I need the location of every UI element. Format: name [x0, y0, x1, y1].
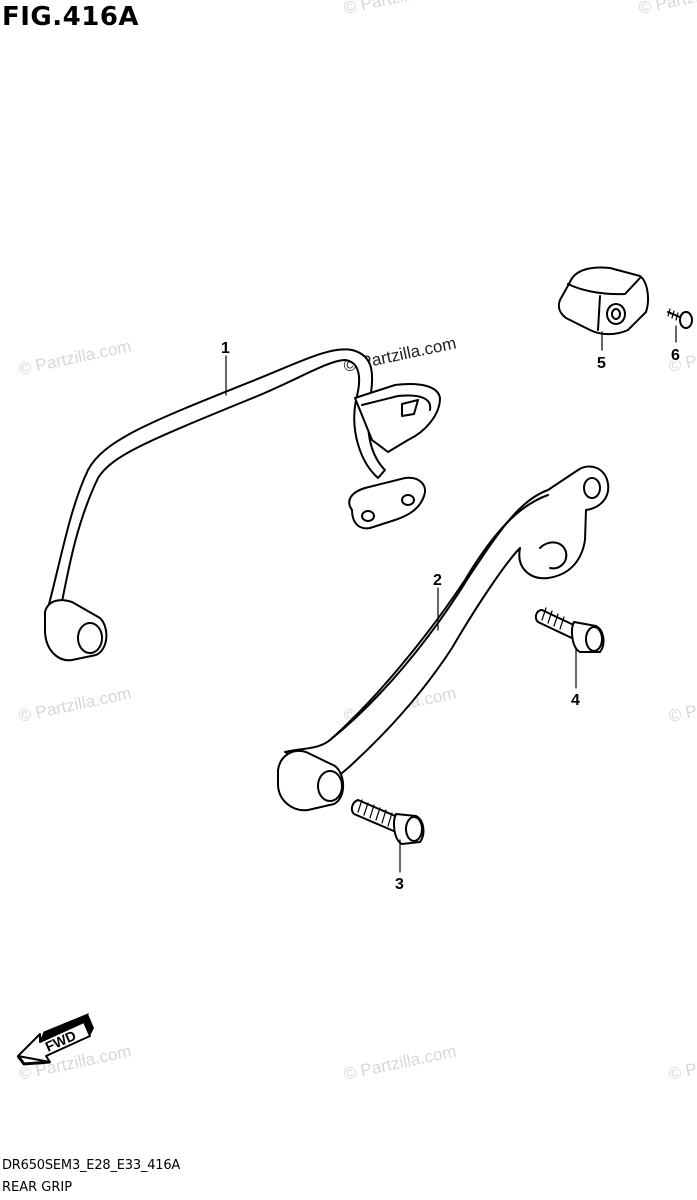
part-2-right-grip — [277, 465, 610, 812]
callout-3: 3 — [395, 876, 404, 893]
callout-1: 1 — [221, 340, 230, 357]
watermark: © Partzilla.com — [667, 684, 697, 726]
part-3-bolt — [350, 799, 425, 845]
part-1-left-grip — [44, 348, 441, 662]
part-6-screw — [667, 308, 693, 329]
callout-5: 5 — [597, 355, 606, 372]
part-4-bolt — [534, 607, 605, 653]
watermark-layer: © Partzilla.com © Partzilla.com © Partzi… — [17, 0, 697, 1084]
watermark: © Partzilla.com — [17, 337, 133, 379]
part-5-cap — [557, 266, 649, 336]
diagram-caption: REAR GRIP — [2, 1180, 73, 1195]
fwd-arrow-icon: FWD — [16, 1013, 94, 1066]
watermark: © Partzilla.com — [667, 1042, 697, 1084]
figure-title: FIG.416A — [2, 2, 140, 32]
watermark: © Partzilla.com — [17, 684, 133, 726]
watermark: © Partzilla.com — [342, 1042, 458, 1084]
callout-4: 4 — [571, 692, 580, 709]
callout-2: 2 — [433, 572, 442, 589]
watermark: © Partzilla.com — [637, 0, 697, 18]
callout-labels: 1 2 3 4 5 6 — [221, 340, 680, 893]
callout-6: 6 — [671, 347, 680, 364]
watermark: © Partzilla.com — [342, 0, 458, 18]
model-code: DR650SEM3_E28_E33_416A — [2, 1158, 181, 1173]
leader-lines — [225, 325, 677, 873]
